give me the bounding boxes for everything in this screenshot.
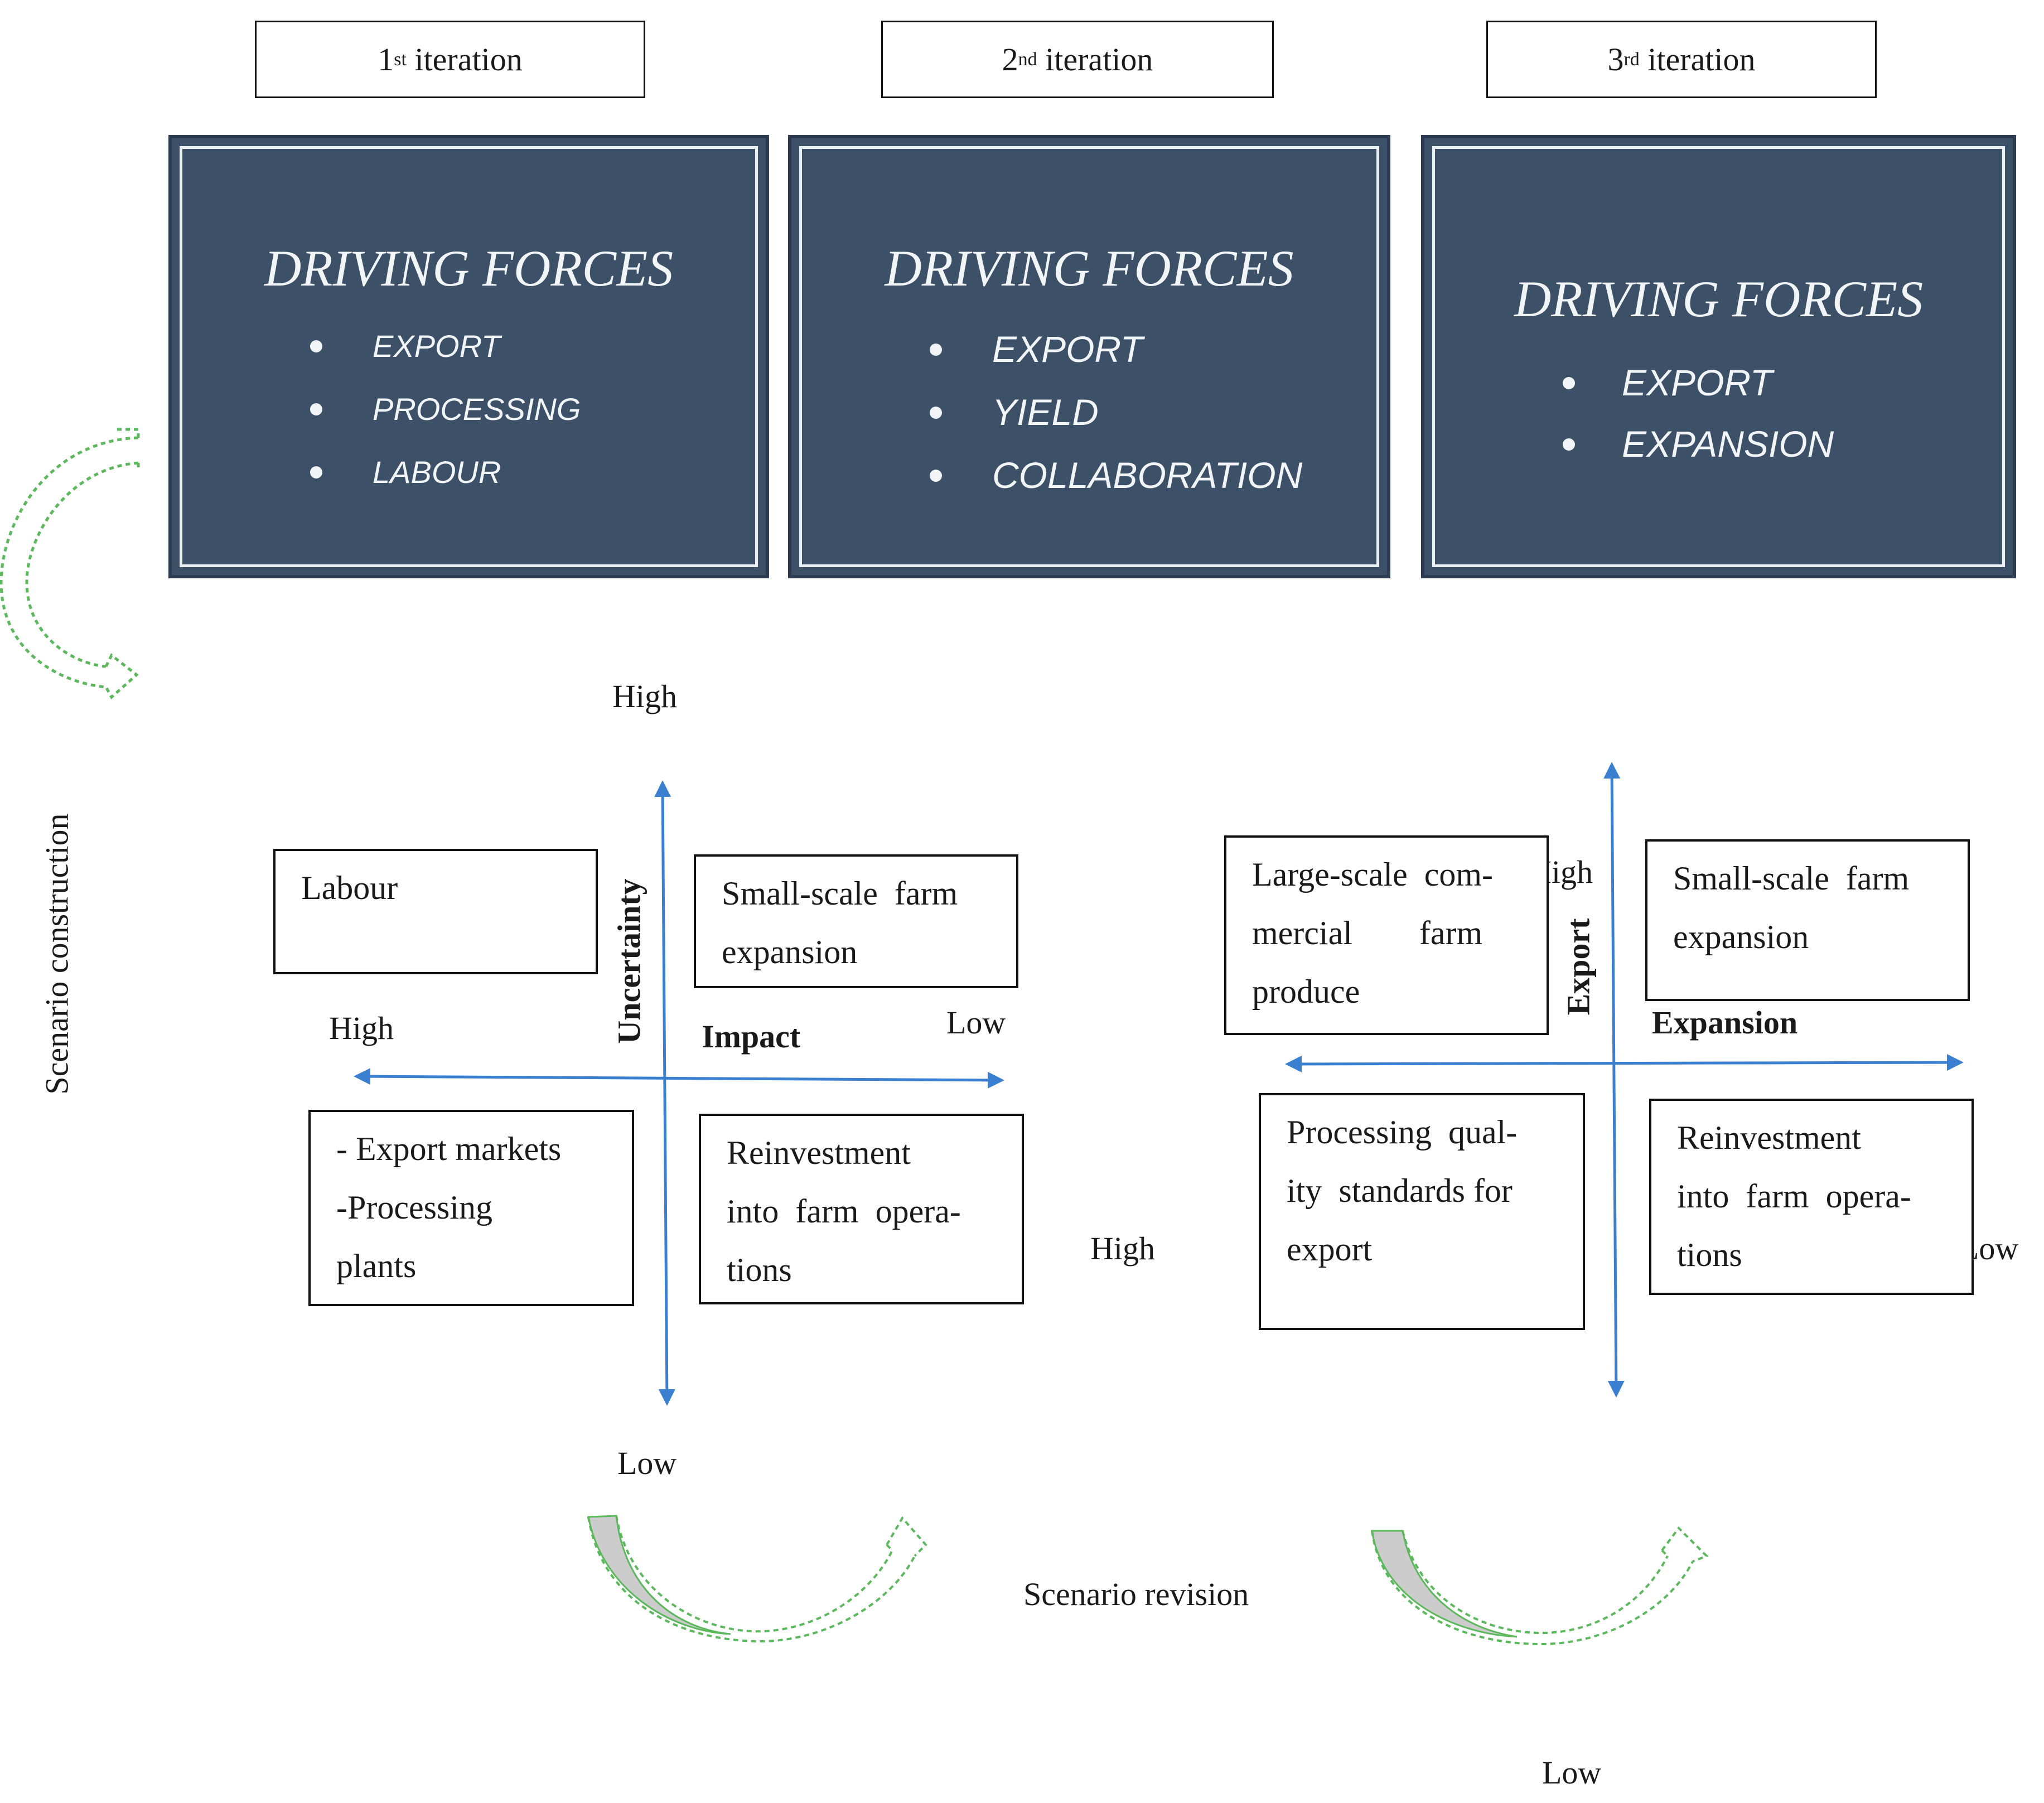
matrix1-x-low-label: Low [946, 1004, 1006, 1041]
matrix1-top-left-box: Labour [273, 849, 598, 974]
matrix2-top-left-box: Large-scale com- mercial farm produce [1224, 835, 1549, 1035]
panel-3-title: DRIVING FORCES [1514, 270, 1924, 327]
matrix1-y-high-label: High [612, 678, 677, 714]
revision-arrow-1 [587, 1515, 927, 1643]
panel-1-inner-frame [180, 146, 758, 567]
matrix2-x-high-label: High [1090, 1230, 1155, 1267]
matrix2-top-left-line: produce [1252, 973, 1360, 1010]
bullet-icon [310, 466, 322, 478]
matrix2-bottom-right-line: into farm opera- [1677, 1178, 1911, 1215]
bullet-icon [310, 403, 322, 415]
iteration-1-num: 1 [378, 41, 394, 78]
matrix1-y-axis-label: Uncertainty [611, 878, 647, 1044]
panel-3-item: EXPORT [1563, 361, 1834, 423]
matrix1-bottom-right-line: Reinvestment [727, 1134, 911, 1171]
bullet-icon [1563, 438, 1575, 451]
matrix2-y-axis-label: Export [1560, 918, 1597, 1016]
driving-forces-panel-3: DRIVING FORCES EXPORT EXPANSION [1421, 135, 2016, 578]
iteration-2-word: iteration [1045, 41, 1153, 78]
matrix2-top-left-line: Large-scale com- [1252, 856, 1493, 893]
bullet-icon [930, 470, 942, 482]
matrix2-horizontal-axis [1285, 1054, 1964, 1072]
iteration-3-word: iteration [1647, 41, 1756, 78]
matrix2-bottom-right-line: tions [1677, 1236, 1742, 1273]
matrix1-y-low-label: Low [617, 1445, 677, 1481]
scenario-construction-label: Scenario construction [38, 813, 75, 1095]
bullet-icon [310, 340, 322, 352]
panel-2-item: EXPORT [930, 328, 1302, 391]
matrix1-bottom-left-line: -Processing [336, 1189, 492, 1226]
iteration-3-num: 3 [1607, 41, 1624, 78]
panel-1-item: LABOUR [310, 454, 581, 517]
driving-forces-panel-2: DRIVING FORCES EXPORT YIELD COLLABORATIO… [788, 135, 1390, 578]
matrix2-bottom-right-line: Reinvestment [1677, 1119, 1861, 1156]
iteration-1-word: iteration [414, 41, 523, 78]
matrix2-top-right-line: expansion [1673, 919, 1809, 955]
panel-2-list: EXPORT YIELD COLLABORATION [930, 328, 1302, 517]
panel-1-item: EXPORT [310, 328, 581, 391]
matrix2-top-right-box: Small-scale farm expansion [1645, 839, 1970, 1001]
matrix2-top-right-line: Small-scale farm [1673, 860, 1910, 897]
matrix2-y-low-label: Low [1542, 1754, 1602, 1791]
panel-3-inner-frame [1432, 146, 2005, 567]
panel-2-inner-frame [799, 146, 1379, 567]
panel-2-item: COLLABORATION [930, 454, 1302, 517]
panel-3-list: EXPORT EXPANSION [1563, 361, 1834, 484]
revision-arrow-2 [1371, 1526, 1709, 1646]
panel-1-item: PROCESSING [310, 391, 581, 454]
matrix1-horizontal-axis [354, 1068, 1004, 1089]
scenario-revision-label: Scenario revision [1023, 1576, 1249, 1612]
matrix1-bottom-right-box: Reinvestment into farm opera- tions [699, 1114, 1024, 1304]
matrix1-top-right-box: Small-scale farm expansion [694, 854, 1018, 988]
panel-3-item: EXPANSION [1563, 423, 1834, 484]
matrix2-bottom-left-line: export [1287, 1231, 1373, 1268]
panel-2-title: DRIVING FORCES [885, 240, 1294, 297]
matrix2-vertical-axis [1603, 762, 1625, 1398]
construction-flow-arrow [0, 428, 140, 699]
matrix1-x-high-label: High [329, 1010, 394, 1046]
matrix2-bottom-left-line: ity standards for [1287, 1172, 1513, 1209]
bullet-icon [1563, 377, 1575, 389]
matrix2-top-left-line: mercial farm [1252, 915, 1483, 951]
matrix1-vertical-axis [654, 780, 675, 1406]
matrix2-bottom-left-line: Processing qual- [1287, 1114, 1518, 1151]
panel-1-list: EXPORT PROCESSING LABOUR [310, 328, 581, 517]
matrix1-bottom-left-line: - Export markets [336, 1130, 562, 1167]
bullet-icon [930, 407, 942, 419]
driving-forces-panel-1: DRIVING FORCES EXPORT PROCESSING LABOUR [168, 135, 769, 578]
bullet-icon [930, 344, 942, 356]
matrix1-x-axis-label: Impact [702, 1018, 801, 1055]
matrix2-bottom-left-box: Processing qual- ity standards for expor… [1259, 1093, 1585, 1330]
matrix1-bottom-left-box: - Export markets -Processing plants [308, 1110, 634, 1306]
matrix1-top-right-line: expansion [722, 934, 858, 970]
iteration-2-num: 2 [1002, 41, 1018, 78]
matrix1-top-right-line: Small-scale farm [722, 875, 958, 912]
matrix2-bottom-right-box: Reinvestment into farm opera- tions [1649, 1099, 1974, 1295]
matrix2-x-axis-label: Expansion [1652, 1004, 1798, 1041]
matrix1-bottom-right-line: tions [727, 1251, 792, 1288]
matrix1-bottom-right-line: into farm opera- [727, 1193, 961, 1230]
panel-2-item: YIELD [930, 391, 1302, 454]
matrix1-bottom-left-line: plants [336, 1248, 417, 1284]
matrix1-top-left-text: Labour [301, 869, 398, 906]
panel-1-title: DRIVING FORCES [264, 240, 674, 297]
